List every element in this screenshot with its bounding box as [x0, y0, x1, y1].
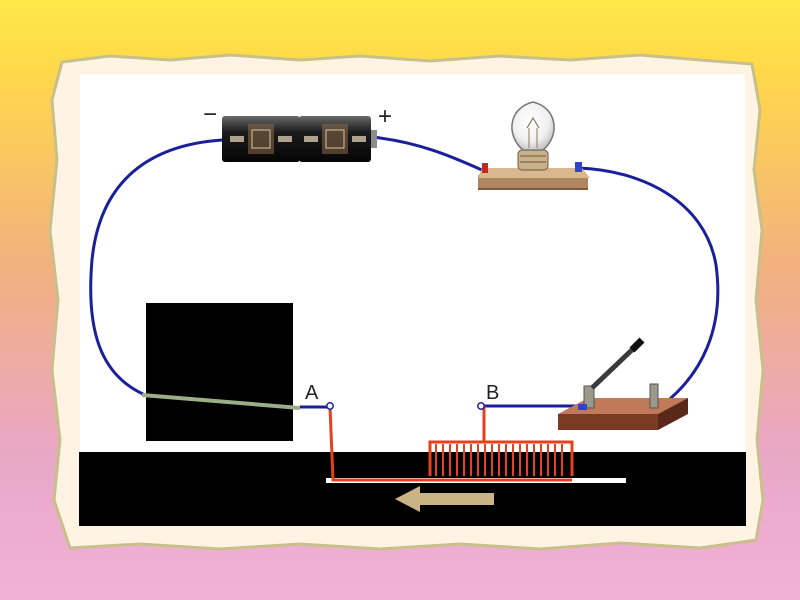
terminal-b: [477, 402, 485, 410]
wire-left: [89, 138, 223, 397]
battery-icon: − +: [203, 101, 392, 162]
knife-switch-icon: [558, 337, 688, 430]
battery-positive-sign: +: [378, 103, 392, 130]
terminal-b-label: B: [486, 382, 499, 404]
terminal-a: [326, 402, 334, 410]
black-strip: [79, 452, 746, 526]
battery-cell-2: [299, 116, 377, 162]
rheostat-coil-icon: [326, 406, 626, 483]
white-panel: [80, 74, 745, 526]
wire-gray-to-a: [141, 393, 301, 410]
wire-battery-to-bulb: [371, 135, 483, 172]
battery-negative-sign: −: [203, 101, 217, 128]
terminal-a-label: A: [305, 382, 319, 404]
wire-right: [577, 166, 720, 405]
light-bulb-icon: [478, 101, 590, 190]
slide-direction-arrow: [395, 486, 494, 512]
battery-cell-1: [222, 116, 300, 162]
black-block: [146, 303, 293, 441]
